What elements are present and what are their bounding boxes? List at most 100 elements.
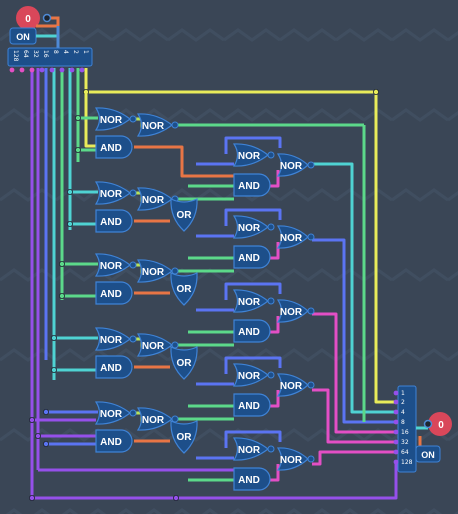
input-splitter-pin-label: 2 xyxy=(72,50,79,54)
and-gate-c1[interactable]: AND xyxy=(233,245,271,269)
output-splitter-pin[interactable] xyxy=(393,419,399,425)
output-splitter-pin[interactable] xyxy=(393,459,399,465)
wire-junction xyxy=(67,220,74,227)
nor-gate-label: NOR xyxy=(280,161,303,172)
stage-loop-wire xyxy=(224,282,282,300)
and-gate-a1[interactable]: AND xyxy=(95,209,133,233)
input-splitter-pin[interactable] xyxy=(9,67,15,73)
nor-gate-d3[interactable]: NOR xyxy=(276,373,315,397)
sum-output-wire xyxy=(312,450,396,466)
nor-invert-bubble xyxy=(267,223,275,231)
output-splitter-pin[interactable] xyxy=(393,399,399,405)
nor-gate-c3[interactable]: NOR xyxy=(232,363,275,387)
input-splitter-pin[interactable] xyxy=(79,67,85,73)
and-gate-a0[interactable]: AND xyxy=(95,135,133,159)
and-gate-label: AND xyxy=(238,253,260,264)
output-splitter-pin-label: 64 xyxy=(401,449,409,456)
and-gate-c3[interactable]: AND xyxy=(233,393,271,417)
input-splitter-pin[interactable] xyxy=(69,67,75,73)
wire-junction xyxy=(43,408,50,415)
output-switch-knob[interactable] xyxy=(428,412,452,436)
input-splitter-pin[interactable] xyxy=(19,67,25,73)
output-splitter-pin[interactable] xyxy=(393,390,399,396)
stage-loop-wire xyxy=(224,356,282,374)
nor-gate-label: NOR xyxy=(142,121,165,132)
input-switch[interactable]: 0 ON xyxy=(9,6,60,48)
nor-gate-body xyxy=(94,327,131,351)
wire-junction xyxy=(75,115,82,122)
output-splitter-pin[interactable] xyxy=(393,429,399,435)
wire-junction xyxy=(372,89,379,96)
nor-gate-a2[interactable]: NOR xyxy=(94,253,137,277)
nor-gate-c2[interactable]: NOR xyxy=(232,289,275,313)
and-gate-body xyxy=(95,429,133,453)
and-gate-body xyxy=(95,281,133,305)
nor-gate-c1[interactable]: NOR xyxy=(232,215,275,239)
nor-gate-c0[interactable]: NOR xyxy=(232,143,275,167)
nor-gate-d2[interactable]: NOR xyxy=(276,299,315,323)
and-gate-a4[interactable]: AND xyxy=(95,429,133,453)
output-splitter-pin[interactable] xyxy=(393,439,399,445)
input-feedback-wire xyxy=(36,16,60,28)
input-splitter-pin[interactable] xyxy=(59,67,65,73)
nor-gate-b0[interactable]: NOR xyxy=(136,113,179,137)
nor-gate-b3[interactable]: NOR xyxy=(136,333,179,357)
and-gate-label: AND xyxy=(238,327,260,338)
nor-gate-a3[interactable]: NOR xyxy=(94,327,137,351)
input-splitter-pin[interactable] xyxy=(29,67,35,73)
nor-gate-body xyxy=(276,225,309,249)
nor-invert-bubble xyxy=(267,151,275,159)
output-splitter-pin[interactable] xyxy=(393,449,399,455)
nor-invert-bubble xyxy=(307,307,315,315)
or-gate-1[interactable]: OR xyxy=(170,198,198,232)
wire-junction xyxy=(59,260,66,267)
or-gate-label: OR xyxy=(177,358,193,369)
and-gate-c2[interactable]: AND xyxy=(233,319,271,343)
nor-gate-b4[interactable]: NOR xyxy=(136,407,179,431)
nor-gate-b2[interactable]: NOR xyxy=(136,259,179,283)
input-splitter-pin[interactable] xyxy=(49,67,55,73)
stage-loop-wire xyxy=(224,208,282,226)
nor-gate-body xyxy=(136,113,173,137)
nor-gate-body xyxy=(276,447,309,471)
nor-gate-label: NOR xyxy=(142,415,165,426)
nor-gate-label: NOR xyxy=(142,267,165,278)
nor-invert-bubble xyxy=(267,371,275,379)
input-splitter-pin[interactable] xyxy=(39,67,45,73)
and-gate-label: AND xyxy=(238,401,260,412)
output-splitter-pin-label: 16 xyxy=(401,429,409,436)
and-gate-c0[interactable]: AND xyxy=(233,173,271,197)
nor-invert-bubble xyxy=(267,297,275,305)
nor-gate-c4[interactable]: NOR xyxy=(232,437,275,461)
input-switch-pin[interactable] xyxy=(42,13,52,23)
nor-gate-a4[interactable]: NOR xyxy=(94,401,137,425)
input-splitter-pin-label: 16 xyxy=(42,50,49,58)
nor-gate-a0[interactable]: NOR xyxy=(94,107,137,131)
nor-gate-label: NOR xyxy=(100,335,123,346)
nor-gate-body xyxy=(232,437,269,461)
and-gate-body xyxy=(233,173,271,197)
input-switch-knob[interactable] xyxy=(16,6,40,30)
nor-gate-d0[interactable]: NOR xyxy=(276,153,315,177)
or-gate-body xyxy=(170,346,198,380)
wires-layer xyxy=(28,68,398,501)
nor-gate-d4[interactable]: NOR xyxy=(276,447,315,471)
carry-route xyxy=(170,145,234,178)
or-gate-label: OR xyxy=(177,210,193,221)
nor-gate-label: NOR xyxy=(238,223,261,234)
nor-gate-d1[interactable]: NOR xyxy=(276,225,315,249)
and-gate-body xyxy=(233,393,271,417)
and-gate-a2[interactable]: AND xyxy=(95,281,133,305)
or-gate-3[interactable]: OR xyxy=(170,346,198,380)
or-gate-4[interactable]: OR xyxy=(170,420,198,454)
nor-gate-a1[interactable]: NOR xyxy=(94,181,137,205)
output-switch-pin[interactable] xyxy=(423,419,433,429)
output-on-toggle[interactable] xyxy=(415,445,441,463)
and-gate-c4[interactable]: AND xyxy=(233,467,271,491)
or-gate-2[interactable]: OR xyxy=(170,272,198,306)
output-splitter-pin[interactable] xyxy=(393,409,399,415)
and-gate-a3[interactable]: AND xyxy=(95,355,133,379)
